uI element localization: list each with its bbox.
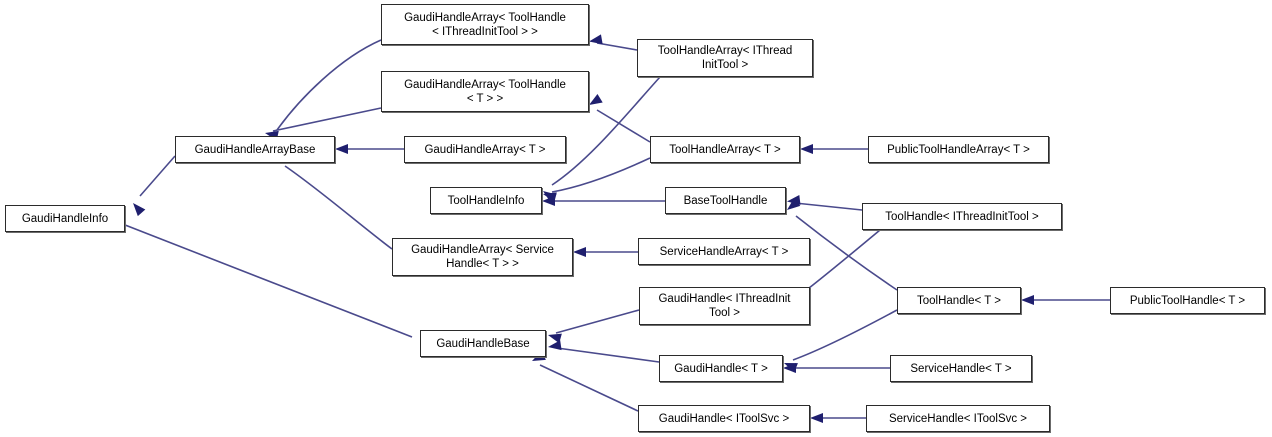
class-node-label: GaudiHandleArray< ToolHandle < IThreadIn… [404,11,566,38]
class-node-label: GaudiHandleArray< ToolHandle < T > > [404,78,566,105]
class-node-label: GaudiHandleArray< Service Handle< T > > [411,244,554,270]
class-node-label: GaudiHandle< IToolSvc > [658,412,790,425]
arrowhead [783,363,796,373]
class-node-label: ToolHandleArray< IThread InitTool > [657,45,793,71]
class-node-serviceHandleT[interactable]: ServiceHandle< T > [890,355,1032,382]
class-node-label: ServiceHandleArray< T > [659,245,789,258]
class-node-toolHandleIThreadInitTool[interactable]: ToolHandle< IThreadInitTool > [862,203,1062,230]
class-node-gaudiHandleArrayServiceHandleT[interactable]: GaudiHandleArray< Service Handle< T > > [392,238,573,276]
inheritance-edge-gaudiHandleArrayServiceHandleT-to-gaudiHandleArrayBase [277,149,393,250]
class-node-label: ServiceHandle< IToolSvc > [888,412,1028,425]
arrowhead [542,196,555,206]
class-node-label: PublicToolHandle< T > [1129,294,1246,307]
class-node-label: GaudiHandleArray< T > [424,143,546,156]
class-node-label: ToolHandleArray< T > [669,143,781,156]
inheritance-edge-serviceHandleArrayT-to-gaudiHandleArrayServiceHandleT [573,247,638,257]
arrowhead [133,203,146,217]
inheritance-edge-gaudiHandleIToolSvc-to-gaudiHandleBase [532,350,639,412]
arrowhead [335,144,348,154]
inheritance-edge-gaudiHandleT-to-gaudiHandleBase [548,340,660,363]
arrowhead [787,198,801,210]
arrowhead [589,34,603,45]
inheritance-edge-publicToolHandleArrayT-to-toolHandleArrayT [800,144,868,154]
class-node-serviceHandleIToolSvc[interactable]: ServiceHandle< IToolSvc > [866,405,1050,432]
arrowhead [589,93,603,105]
class-node-label: ToolHandle< IThreadInitTool > [885,210,1039,223]
inheritance-edge-serviceHandleIToolSvc-to-gaudiHandleIToolSvc [810,413,866,423]
inheritance-edge-baseToolHandle-to-toolHandleInfo [542,196,665,206]
arrowhead [800,144,813,154]
inheritance-edge-gaudiHandleArrayToolHandleIThreadInitTool-to-gaudiHandleArrayBase [276,39,382,148]
class-node-label: PublicToolHandleArray< T > [887,143,1030,156]
inheritance-edge-toolHandleT-to-baseToolHandle [787,198,898,291]
arrowhead [573,247,586,257]
arrowhead [1021,295,1034,305]
arrowhead [548,333,562,344]
class-node-label: ServiceHandle< T > [910,362,1012,375]
class-node-gaudiHandleArrayToolHandleT[interactable]: GaudiHandleArray< ToolHandle < T > > [381,71,589,112]
class-node-toolHandleArrayT[interactable]: ToolHandleArray< T > [650,136,800,163]
inheritance-edge-toolHandleArrayIThreadInitTool-to-gaudiHandleArrayToolHandleIThreadInitTool [589,34,638,51]
class-node-label: GaudiHandleArrayBase [194,143,316,156]
inheritance-edge-toolHandleArrayT-to-gaudiHandleArrayToolHandleT [589,93,651,143]
class-node-label: GaudiHandle< T > [674,362,768,375]
class-node-label: BaseToolHandle [683,194,768,207]
class-node-gaudiHandleIToolSvc[interactable]: GaudiHandle< IToolSvc > [638,405,810,432]
inheritance-edge-publicToolHandleT-to-toolHandleT [1021,295,1110,305]
class-node-toolHandleInfo[interactable]: ToolHandleInfo [430,187,542,214]
class-node-baseToolHandle[interactable]: BaseToolHandle [665,187,786,214]
inheritance-edge-gaudiHandleArrayBase-to-gaudiHandleInfo [133,155,176,217]
inheritance-edge-toolHandleIThreadInitTool-to-baseToolHandle [787,194,863,211]
class-node-gaudiHandleIThreadInitTool[interactable]: GaudiHandle< IThreadInit Tool > [639,287,810,325]
class-node-toolHandleT[interactable]: ToolHandle< T > [897,287,1021,314]
inheritance-edge-gaudiHandleIThreadInitTool-to-gaudiHandleBase [548,309,640,344]
inheritance-edge-gaudiHandleInfo-to-gaudiHandleBase [124,224,434,350]
class-node-gaudiHandleArrayBase[interactable]: GaudiHandleArrayBase [175,136,335,163]
class-node-gaudiHandleBase[interactable]: GaudiHandleBase [420,330,546,357]
arrowhead [810,413,823,423]
class-node-label: GaudiHandle< IThreadInit Tool > [658,293,791,319]
class-node-label: GaudiHandleInfo [21,212,109,225]
inheritance-edge-gaudiHandleArrayT-to-gaudiHandleArrayBase [335,144,404,154]
class-node-toolHandleArrayIThreadInitTool[interactable]: ToolHandleArray< IThread InitTool > [637,39,813,77]
class-node-gaudiHandleInfo[interactable]: GaudiHandleInfo [5,205,125,232]
class-node-label: ToolHandle< T > [917,294,1001,307]
class-node-gaudiHandleArrayT[interactable]: GaudiHandleArray< T > [404,136,566,163]
class-node-label: GaudiHandleBase [436,337,530,350]
class-node-gaudiHandleT[interactable]: GaudiHandle< T > [659,355,783,382]
arrowhead [548,340,562,351]
inheritance-edge-serviceHandleT-to-gaudiHandleT [783,363,890,373]
class-node-publicToolHandleArrayT[interactable]: PublicToolHandleArray< T > [868,136,1049,163]
class-node-publicToolHandleT[interactable]: PublicToolHandle< T > [1110,287,1265,314]
class-node-serviceHandleArrayT[interactable]: ServiceHandleArray< T > [638,238,810,265]
class-node-gaudiHandleArrayToolHandleIThreadInitTool[interactable]: GaudiHandleArray< ToolHandle < IThreadIn… [381,4,589,45]
class-node-label: ToolHandleInfo [447,194,525,207]
